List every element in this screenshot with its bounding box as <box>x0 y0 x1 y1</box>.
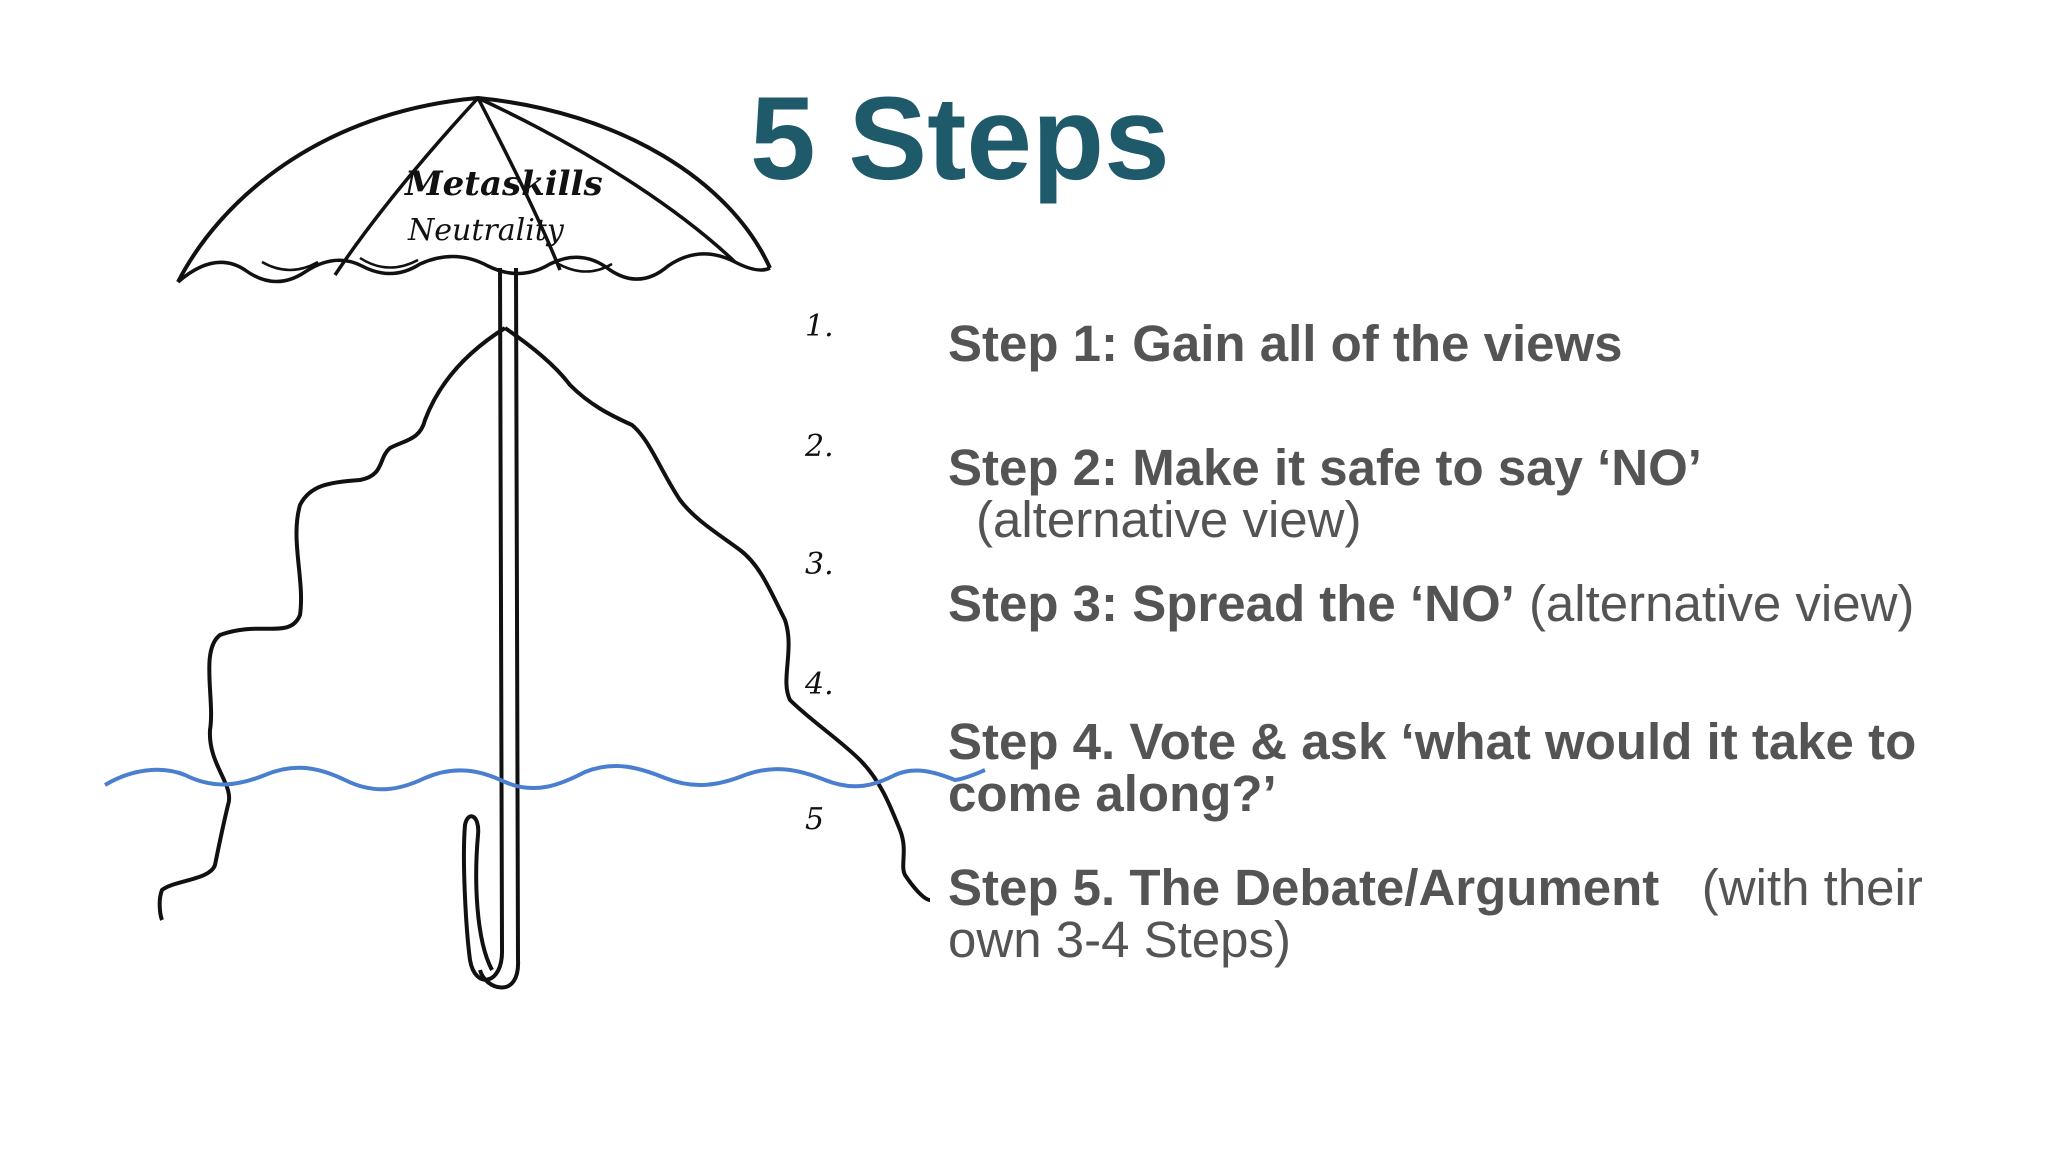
step-3-heading: Step 3: Spread the ‘NO’ <box>948 575 1515 632</box>
step-marker-1: 1. <box>805 309 834 344</box>
step-marker-5: 5 <box>805 802 825 837</box>
step-4: Step 4. Vote & ask ‘what would it take t… <box>948 716 1948 820</box>
step-marker-3: 3. <box>805 547 834 582</box>
step-3: Step 3: Spread the ‘NO’ (alternative vie… <box>948 578 2008 630</box>
step-2: Step 2: Make it safe to say ‘NO’ (altern… <box>948 442 2008 546</box>
step-1: Step 1: Gain all of the views <box>948 318 2008 370</box>
canopy-label-neutrality: Neutrality <box>407 213 565 248</box>
step-5-heading: Step 5. The Debate/Argument <box>948 859 1660 916</box>
iceberg-right <box>503 326 931 902</box>
canopy-label-metaskills: Metaskills <box>404 164 603 204</box>
umbrella-shaft <box>461 267 505 982</box>
water-line <box>103 764 986 792</box>
step-5: Step 5. The Debate/Argument (with their … <box>948 862 2008 966</box>
step-2-note: (alternative view) <box>976 491 1362 548</box>
step-marker-4: 4. <box>805 667 834 702</box>
step-2-heading: Step 2: Make it safe to say ‘NO’ <box>948 439 1702 496</box>
umbrella-scallops <box>176 252 771 284</box>
step-1-heading: Step 1: Gain all of the views <box>948 315 1623 372</box>
umbrella-ribs <box>333 96 737 276</box>
step-4-heading: Step 4. Vote & ask ‘what would it take t… <box>948 713 1917 822</box>
step-5-note: (with their own 3-4 Steps) <box>948 859 1938 968</box>
iceberg-left <box>157 326 507 921</box>
step-3-note: (alternative view) <box>1514 575 1915 632</box>
slide-title: 5 Steps <box>750 73 1170 205</box>
umbrella-iceberg-illustration: Metaskills Neutrality <box>103 96 986 990</box>
step-marker-2: 2. <box>805 429 834 464</box>
